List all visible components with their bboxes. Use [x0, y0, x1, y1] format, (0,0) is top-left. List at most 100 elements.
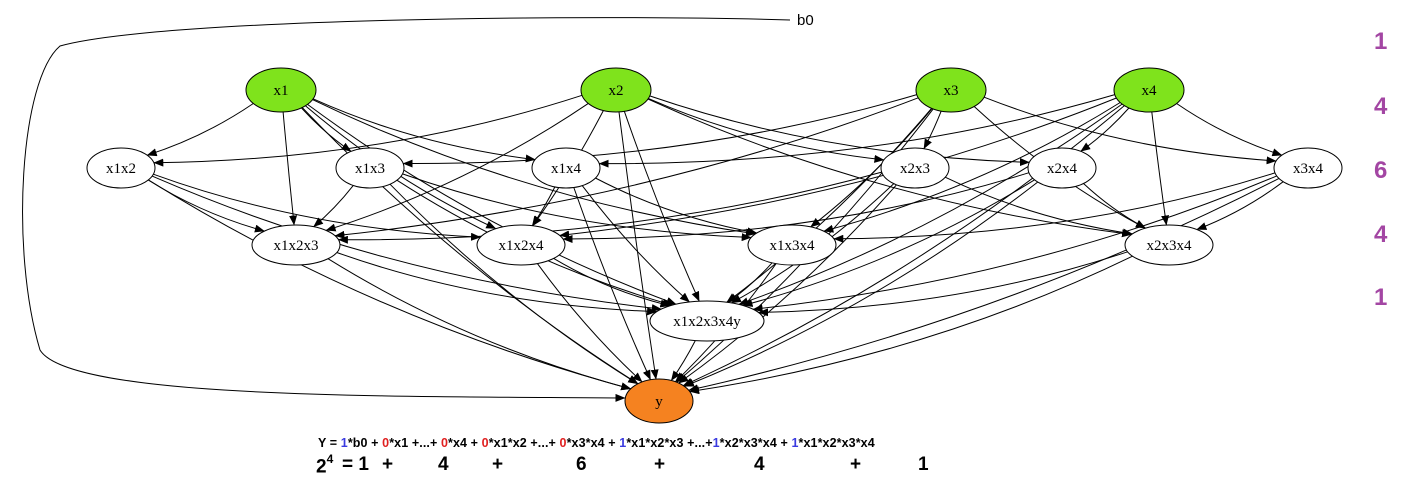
edge-x3-to-x2x3	[923, 110, 942, 150]
node-x1x3-shape	[335, 147, 405, 189]
plus-sign-2: +	[492, 454, 504, 475]
node-x1x2x4: x1x2x4	[476, 224, 566, 266]
binomial-sum-row: 24 = 1 + 4 + 6 + 4 + 1	[0, 452, 1418, 482]
node-x1x2-label: x1x2	[106, 161, 136, 177]
node-x1x2x3x4y-shape	[649, 300, 765, 342]
edge-x2-to-x1x2	[153, 94, 583, 167]
node-x1x3x4-label: x1x3x4	[770, 238, 816, 254]
node-x4-shape	[1113, 67, 1185, 113]
edge-x1x4-to-y	[573, 187, 651, 381]
edge-x1-to-x1x3x4	[312, 99, 756, 237]
node-x1x2x4-label: x1x2x4	[499, 238, 545, 254]
edge-x1x2-to-y	[148, 179, 632, 391]
sum-term-1: 4	[438, 454, 449, 475]
formula-part: 1	[340, 436, 348, 450]
edge-x1x2-to-x1x2x3	[147, 179, 265, 233]
node-x1: x1	[245, 67, 317, 113]
level-count-3: 6	[1374, 157, 1387, 184]
edge-x4-to-x3x4	[1176, 103, 1283, 157]
sum-base: 2	[316, 456, 327, 478]
edge-x2-to-x1x2x3	[325, 102, 589, 232]
node-x1x3x4: x1x3x4	[747, 224, 837, 266]
edge-x4-to-x1x2x3x4y	[738, 103, 1123, 306]
node-x4-label: x4	[1142, 83, 1158, 99]
edge-x1x4-to-x1x2x3x4y	[581, 185, 690, 303]
node-y-label: y	[655, 394, 663, 410]
edge-x4-to-x1x4	[598, 94, 1115, 168]
sum-term-3: 4	[754, 454, 765, 475]
edge-x2x4-to-x1x2x4	[562, 172, 1030, 244]
node-x2x3x4-shape	[1124, 224, 1214, 266]
node-x1x2x3-shape	[251, 224, 341, 266]
edge-x2x3-to-x1x2x3	[337, 171, 882, 244]
edge-x1-to-x1x4	[312, 98, 536, 163]
sum-term-2: 6	[576, 454, 587, 475]
edge-x2x4-to-x2x3x4	[1083, 183, 1146, 229]
node-y: y	[624, 378, 694, 424]
edge-x1-to-x1x2	[146, 103, 254, 157]
edge-x4-to-x2x4	[1080, 107, 1130, 152]
node-y-shape	[624, 378, 694, 424]
node-x2x4-shape	[1027, 147, 1097, 189]
edge-x2-to-x1x2x3x4y	[623, 111, 700, 302]
edge-x1x2-to-x1x2x4	[153, 173, 481, 241]
node-x2-shape	[580, 67, 652, 113]
node-x1x4-shape	[531, 147, 601, 189]
node-x3x4-label: x3x4	[1293, 161, 1324, 177]
edge-x2x3x4-to-x1x2x3x4y	[758, 251, 1128, 317]
edge-x1x3x4-to-x1x2x3x4y	[727, 262, 773, 303]
plus-sign-3: +	[654, 454, 666, 475]
formula-part: *x3*x4 +	[566, 436, 620, 450]
edge-x2x3x4-to-y	[689, 255, 1133, 395]
formula-part: 0	[440, 436, 448, 450]
formula-part: *b0 +	[347, 436, 383, 450]
edge-x3-to-x3x4	[983, 96, 1277, 165]
node-x1x3-label: x1x3	[355, 161, 385, 177]
node-x3x4-shape	[1273, 147, 1343, 189]
node-x1x2x3x4y: x1x2x3x4y	[649, 300, 765, 342]
edge-x1x2x3-to-x1x2x3x4y	[336, 252, 658, 316]
formula-part: 0	[481, 436, 489, 450]
node-x1x3x4-shape	[747, 224, 837, 266]
node-x1x2: x1x2	[86, 147, 156, 189]
node-x2x4: x2x4	[1027, 147, 1097, 189]
edge-x4-to-x1x2x4	[559, 97, 1117, 239]
formula-part: *x1*x2*x3 +...+	[626, 436, 713, 450]
node-x4: x4	[1113, 67, 1185, 113]
node-x3-shape	[915, 67, 987, 113]
sum-term-4: 1	[918, 454, 929, 475]
edge-x3x4-to-x1x2x3x4y	[752, 175, 1277, 313]
formula-part: 1	[712, 436, 720, 450]
edge-x4-to-x2x3x4	[1151, 111, 1170, 226]
level-count-column: 1 4 6 4 1	[1374, 28, 1388, 311]
edge-x3-to-x1x3	[402, 94, 917, 168]
edge-x2x3-to-y	[678, 184, 897, 384]
sum-power: 24	[316, 452, 333, 478]
plus-sign-1: +	[382, 454, 394, 475]
node-x2x3-label: x2x3	[900, 161, 930, 177]
edge-x1-to-y	[301, 107, 639, 385]
node-x2x3-shape	[880, 147, 950, 189]
node-x1x2x3: x1x2x3	[251, 224, 341, 266]
formula-part: *x1 +...+	[389, 436, 441, 450]
formula-part: 1	[791, 436, 799, 450]
formula-part: Y =	[318, 436, 341, 450]
formula-part: *x1*x2 +...+	[488, 436, 560, 450]
edge-x1x3-to-x1x2x3	[313, 185, 354, 228]
level-count-2: 4	[1374, 93, 1388, 120]
edge-x2-to-y	[618, 111, 659, 380]
edge-x1-to-x1x2x3x4y	[307, 103, 677, 305]
node-x2x3x4: x2x3x4	[1124, 224, 1214, 266]
plus-sign-4: +	[850, 454, 862, 475]
node-x2: x2	[580, 67, 652, 113]
formula-part: *x1*x2*x3*x4	[798, 436, 875, 450]
node-x1x2-shape	[86, 147, 156, 189]
formula-part: 0	[559, 436, 567, 450]
node-x3: x3	[915, 67, 987, 113]
node-x1x3: x1x3	[335, 147, 405, 189]
edge-x1x3-to-y	[389, 183, 639, 385]
edge-x1x2x3x4y-to-y	[670, 340, 696, 381]
edge-x1-to-x1x2x3	[282, 111, 298, 226]
